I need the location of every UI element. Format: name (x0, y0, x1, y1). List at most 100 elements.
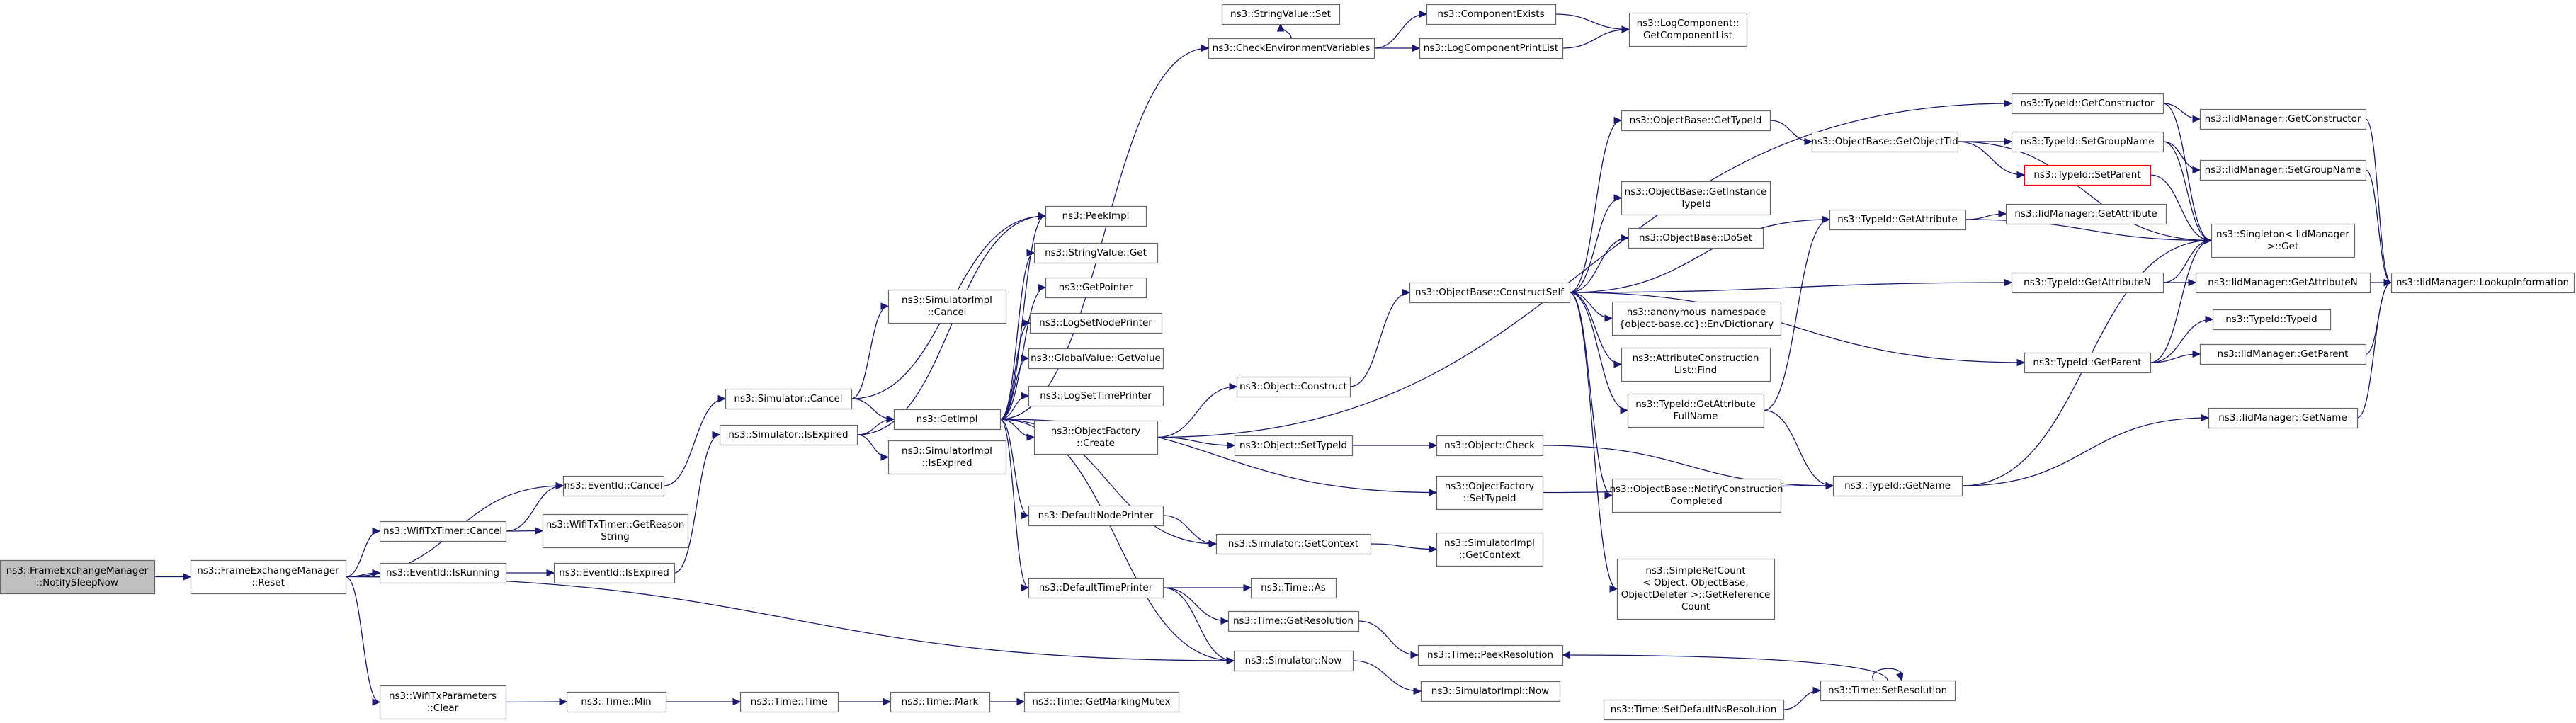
node-simimplgetcontext[interactable]: ns3::SimulatorImpl::GetContext (1436, 532, 1544, 567)
node-evexpired[interactable]: ns3::EventId::IsExpired (553, 562, 676, 584)
node-defnodeprinter[interactable]: ns3::DefaultNodePrinter (1028, 505, 1164, 527)
node-evcancel[interactable]: ns3::EventId::Cancel (562, 475, 665, 497)
node-objcheck[interactable]: ns3::Object::Check (1436, 435, 1544, 457)
node-timesetdefns[interactable]: ns3::Time::SetDefaultNsResolution (1603, 699, 1785, 721)
edge-line (663, 398, 726, 486)
edge-obconstructself-to-tidgetattrn (1569, 278, 2013, 293)
node-label: ns3::ObjectBase::GetObjectTid (1811, 136, 1958, 147)
node-box (2212, 309, 2332, 331)
node-tidgetparent[interactable]: ns3::TypeId::GetParent (2024, 352, 2152, 374)
node-iidlookup[interactable]: ns3::IidManager::LookupInformation (2390, 272, 2575, 294)
edge-arrow (2201, 414, 2210, 422)
edge-tidgetparent-to-iidgetparent (2150, 350, 2201, 363)
node-label: {object-base.cc}::EnvDictionary (1619, 319, 1774, 330)
node-iidgetconstructor[interactable]: ns3::IidManager::GetConstructor (2199, 108, 2367, 130)
node-wtpclear[interactable]: ns3::WifiTxParameters::Clear (379, 685, 507, 720)
node-label: ::Create (1077, 438, 1115, 449)
edge-arrow (546, 569, 555, 577)
node-gvgetvalue[interactable]: ns3::GlobalValue::GetValue (1028, 348, 1164, 370)
node-objconstruct[interactable]: ns3::Object::Construct (1236, 376, 1351, 398)
node-box (2024, 352, 2152, 374)
node-logsetnode[interactable]: ns3::LogSetNodePrinter (1029, 312, 1163, 334)
node-compexists[interactable]: ns3::ComponentExists (1426, 4, 1557, 25)
node-label: ns3::Time::SetResolution (1828, 685, 1947, 696)
node-timeas[interactable]: ns3::Time::As (1250, 577, 1337, 599)
node-obgetobjtid[interactable]: ns3::ObjectBase::GetObjectTid (1811, 131, 1959, 153)
node-getpointer[interactable]: ns3::GetPointer (1045, 277, 1147, 299)
node-strvalset[interactable]: ns3::StringValue::Set (1221, 4, 1341, 25)
node-timegetres[interactable]: ns3::Time::GetResolution (1227, 610, 1360, 632)
edge-iidsetgroup-to-iidlookup (2365, 169, 2393, 287)
node-simimplcancel[interactable]: ns3::SimulatorImpl::Cancel (887, 289, 1007, 324)
node-tidgetattrn[interactable]: ns3::TypeId::GetAttributeN (2011, 272, 2164, 294)
node-markmutex[interactable]: ns3::Time::GetMarkingMutex (1023, 691, 1180, 713)
node-tidtypeid[interactable]: ns3::TypeId::TypeId (2212, 309, 2332, 331)
node-singleton[interactable]: ns3::Singleton< IidManager>::Get (2211, 223, 2356, 258)
node-label: ns3::IidManager::GetParent (2218, 348, 2349, 360)
edge-line (2162, 141, 2201, 171)
node-box (1029, 312, 1163, 334)
node-timepeekres[interactable]: ns3::Time::PeekResolution (1417, 644, 1564, 666)
edge-iidgetconstructor-to-iidlookup (2365, 118, 2393, 287)
node-peekimpl[interactable]: ns3::PeekImpl (1045, 205, 1147, 227)
node-ofcreate[interactable]: ns3::ObjectFactory::Create (1033, 420, 1159, 455)
node-root[interactable]: ns3::FrameExchangeManager::NotifySleepNo… (0, 559, 156, 595)
edge-line (2356, 282, 2392, 419)
node-obconstructself[interactable]: ns3::ObjectBase::ConstructSelf (1409, 282, 1571, 304)
node-timesetres[interactable]: ns3::Time::SetResolution (1820, 680, 1956, 702)
node-logcompprint[interactable]: ns3::LogComponentPrintList (1419, 38, 1564, 59)
node-obdoset[interactable]: ns3::ObjectBase::DoSet (1628, 227, 1764, 249)
node-label: ns3::Time::GetResolution (1233, 615, 1354, 627)
node-iidgetattr[interactable]: ns3::IidManager::GetAttribute (2005, 203, 2167, 225)
node-deftimeprinter[interactable]: ns3::DefaultTimePrinter (1028, 577, 1164, 599)
node-simgetcontext[interactable]: ns3::Simulator::GetContext (1215, 533, 1372, 555)
edge-tidgetparent-to-tidtypeid (2150, 315, 2214, 363)
edge-obconstructself-to-obgetinstance (1569, 194, 1623, 293)
node-obnotify[interactable]: ns3::ObjectBase::NotifyConstructionCompl… (1609, 478, 1783, 513)
node-tidsetgroup[interactable]: ns3::TypeId::SetGroupName (2011, 131, 2164, 153)
edge-line (1961, 417, 2209, 486)
node-iidgetattrn[interactable]: ns3::IidManager::GetAttributeN (2195, 272, 2371, 294)
node-timemark[interactable]: ns3::Time::Mark (890, 691, 991, 713)
node-timetime[interactable]: ns3::Time::Time (739, 691, 839, 713)
edge-arrow (372, 569, 381, 577)
node-logsettime[interactable]: ns3::LogSetTimePrinter (1028, 385, 1164, 407)
node-simimplnow[interactable]: ns3::SimulatorImpl::Now (1420, 681, 1561, 702)
node-logcompgetlist[interactable]: ns3::LogComponent::GetComponentList (1628, 12, 1748, 47)
node-tidsetparent[interactable]: ns3::TypeId::SetParent (2024, 164, 2152, 186)
node-tidgetconstructor[interactable]: ns3::TypeId::GetConstructor (2011, 93, 2164, 115)
node-timemin[interactable]: ns3::Time::Min (566, 691, 667, 713)
node-simcancel[interactable]: ns3::Simulator::Cancel (725, 388, 853, 410)
node-simexpired[interactable]: ns3::Simulator::IsExpired (719, 424, 858, 446)
node-iidgetname[interactable]: ns3::IidManager::GetName (2208, 407, 2359, 429)
node-iidsetgroup[interactable]: ns3::IidManager::SetGroupName (2199, 159, 2367, 181)
node-simnow[interactable]: ns3::Simulator::Now (1233, 650, 1354, 672)
node-tidgetattr[interactable]: ns3::TypeId::GetAttribute (1829, 209, 1967, 231)
node-label: ns3::DefaultNodePrinter (1038, 510, 1154, 521)
node-strvalget[interactable]: ns3::StringValue::Get (1033, 242, 1159, 264)
node-label: ns3::DefaultTimePrinter (1039, 582, 1153, 593)
node-objsettypeid[interactable]: ns3::Object::SetTypeId (1234, 435, 1354, 457)
node-checkenv[interactable]: ns3::CheckEnvironmentVariables (1208, 38, 1375, 59)
edge-line (1352, 660, 1422, 692)
node-anonenv[interactable]: ns3::anonymous_namespace{object-base.cc}… (1611, 301, 1782, 336)
node-evrunning[interactable]: ns3::EventId::IsRunning (379, 562, 507, 584)
node-box (562, 475, 665, 497)
node-box (887, 289, 1007, 324)
node-tidgetname[interactable]: ns3::TypeId::GetName (1832, 475, 1963, 497)
node-simimplexpired[interactable]: ns3::SimulatorImpl::IsExpired (887, 440, 1007, 475)
node-wtcancel[interactable]: ns3::WifiTxTimer::Cancel (379, 520, 507, 542)
node-ofsettypeid[interactable]: ns3::ObjectFactory::SetTypeId (1436, 475, 1544, 511)
node-iidgetparent[interactable]: ns3::IidManager::GetParent (2199, 343, 2367, 365)
node-simpleref[interactable]: ns3::SimpleRefCount< Object, ObjectBase,… (1616, 558, 1776, 620)
edge-tidgetattrn-to-iidgetattrn (2162, 278, 2197, 287)
node-label: ns3::ComponentExists (1437, 8, 1544, 20)
node-getimpl[interactable]: ns3::GetImpl (893, 409, 1002, 431)
node-obgettypeid[interactable]: ns3::ObjectBase::GetTypeId (1621, 110, 1771, 132)
node-reset[interactable]: ns3::FrameExchangeManager::Reset (190, 559, 347, 595)
node-box (2024, 164, 2152, 186)
